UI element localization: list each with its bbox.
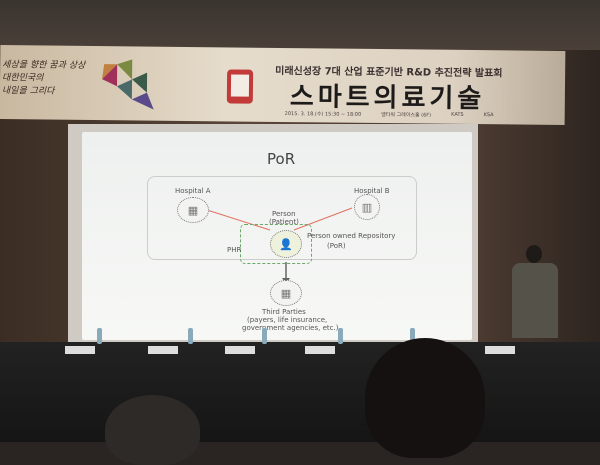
medical-tablet-icon [226,69,254,104]
third-party-building-icon: ▦ [270,280,302,306]
slogan-line: 세상을 향한 꿈과 상상 [2,60,86,71]
nameplate [305,346,335,354]
org-kats: KATS [451,111,464,118]
hospital-a-icon: ▦ [177,197,209,223]
slogan-line: 내일을 그리다 [1,86,55,97]
hospital-a-label: Hospital A [175,187,211,195]
third-parties-detail: (payers, life insurance, [247,316,328,324]
patient-label: (Patient) [269,218,299,226]
nameplate [485,346,515,354]
event-date: 2015. 3. 18.(수) 15:30 ~ 18:00 [284,111,362,118]
water-bottle [97,328,102,344]
handwritten-slogan: 세상을 향한 꿈과 상상 대한민국의 내일을 그리다 [2,59,86,99]
phr-label: PHR [227,246,242,254]
water-bottle [410,328,415,344]
org-ksa: KSA [483,112,494,119]
audience-head [365,338,485,458]
presentation-slide: PoR Hospital A ▦ Hospital B ▥ Person (Pa… [82,132,472,340]
water-bottle [188,328,193,344]
third-parties-label: Third Parties [262,308,306,316]
triangle-logo-icon [102,59,154,110]
ceiling [0,0,600,50]
person-label: Person [272,210,296,218]
water-bottle [262,328,267,344]
hospital-group-box [147,176,417,260]
audience-head [105,395,200,465]
nameplate [65,346,95,354]
event-venue: 엘타워 그레이스홀 (6F) [381,112,432,119]
person-icon: 👤 [270,230,302,258]
event-banner: 세상을 향한 꿈과 상상 대한민국의 내일을 그리다 미래신성장 7대 산업 표… [0,45,566,125]
water-bottle [338,328,343,344]
phr-dashed-box [240,224,312,264]
slogan-line: 대한민국의 [2,73,44,84]
panel-table [0,342,600,442]
banner-title: 스마트의료기술 [289,82,486,115]
third-parties-detail: government agencies, etc.) [242,324,339,332]
banner-meta: 2015. 3. 18.(수) 15:30 ~ 18:00 엘타워 그레이스홀 … [285,110,494,119]
repository-label: Person owned Repository [307,232,396,240]
nameplate [148,346,178,354]
slide-title: PoR [267,150,296,168]
nameplate [225,346,255,354]
hospital-b-label: Hospital B [354,187,390,195]
hospital-b-icon: ▥ [354,194,380,220]
repository-abbr-label: (PoR) [327,242,346,250]
speaker [510,245,562,345]
